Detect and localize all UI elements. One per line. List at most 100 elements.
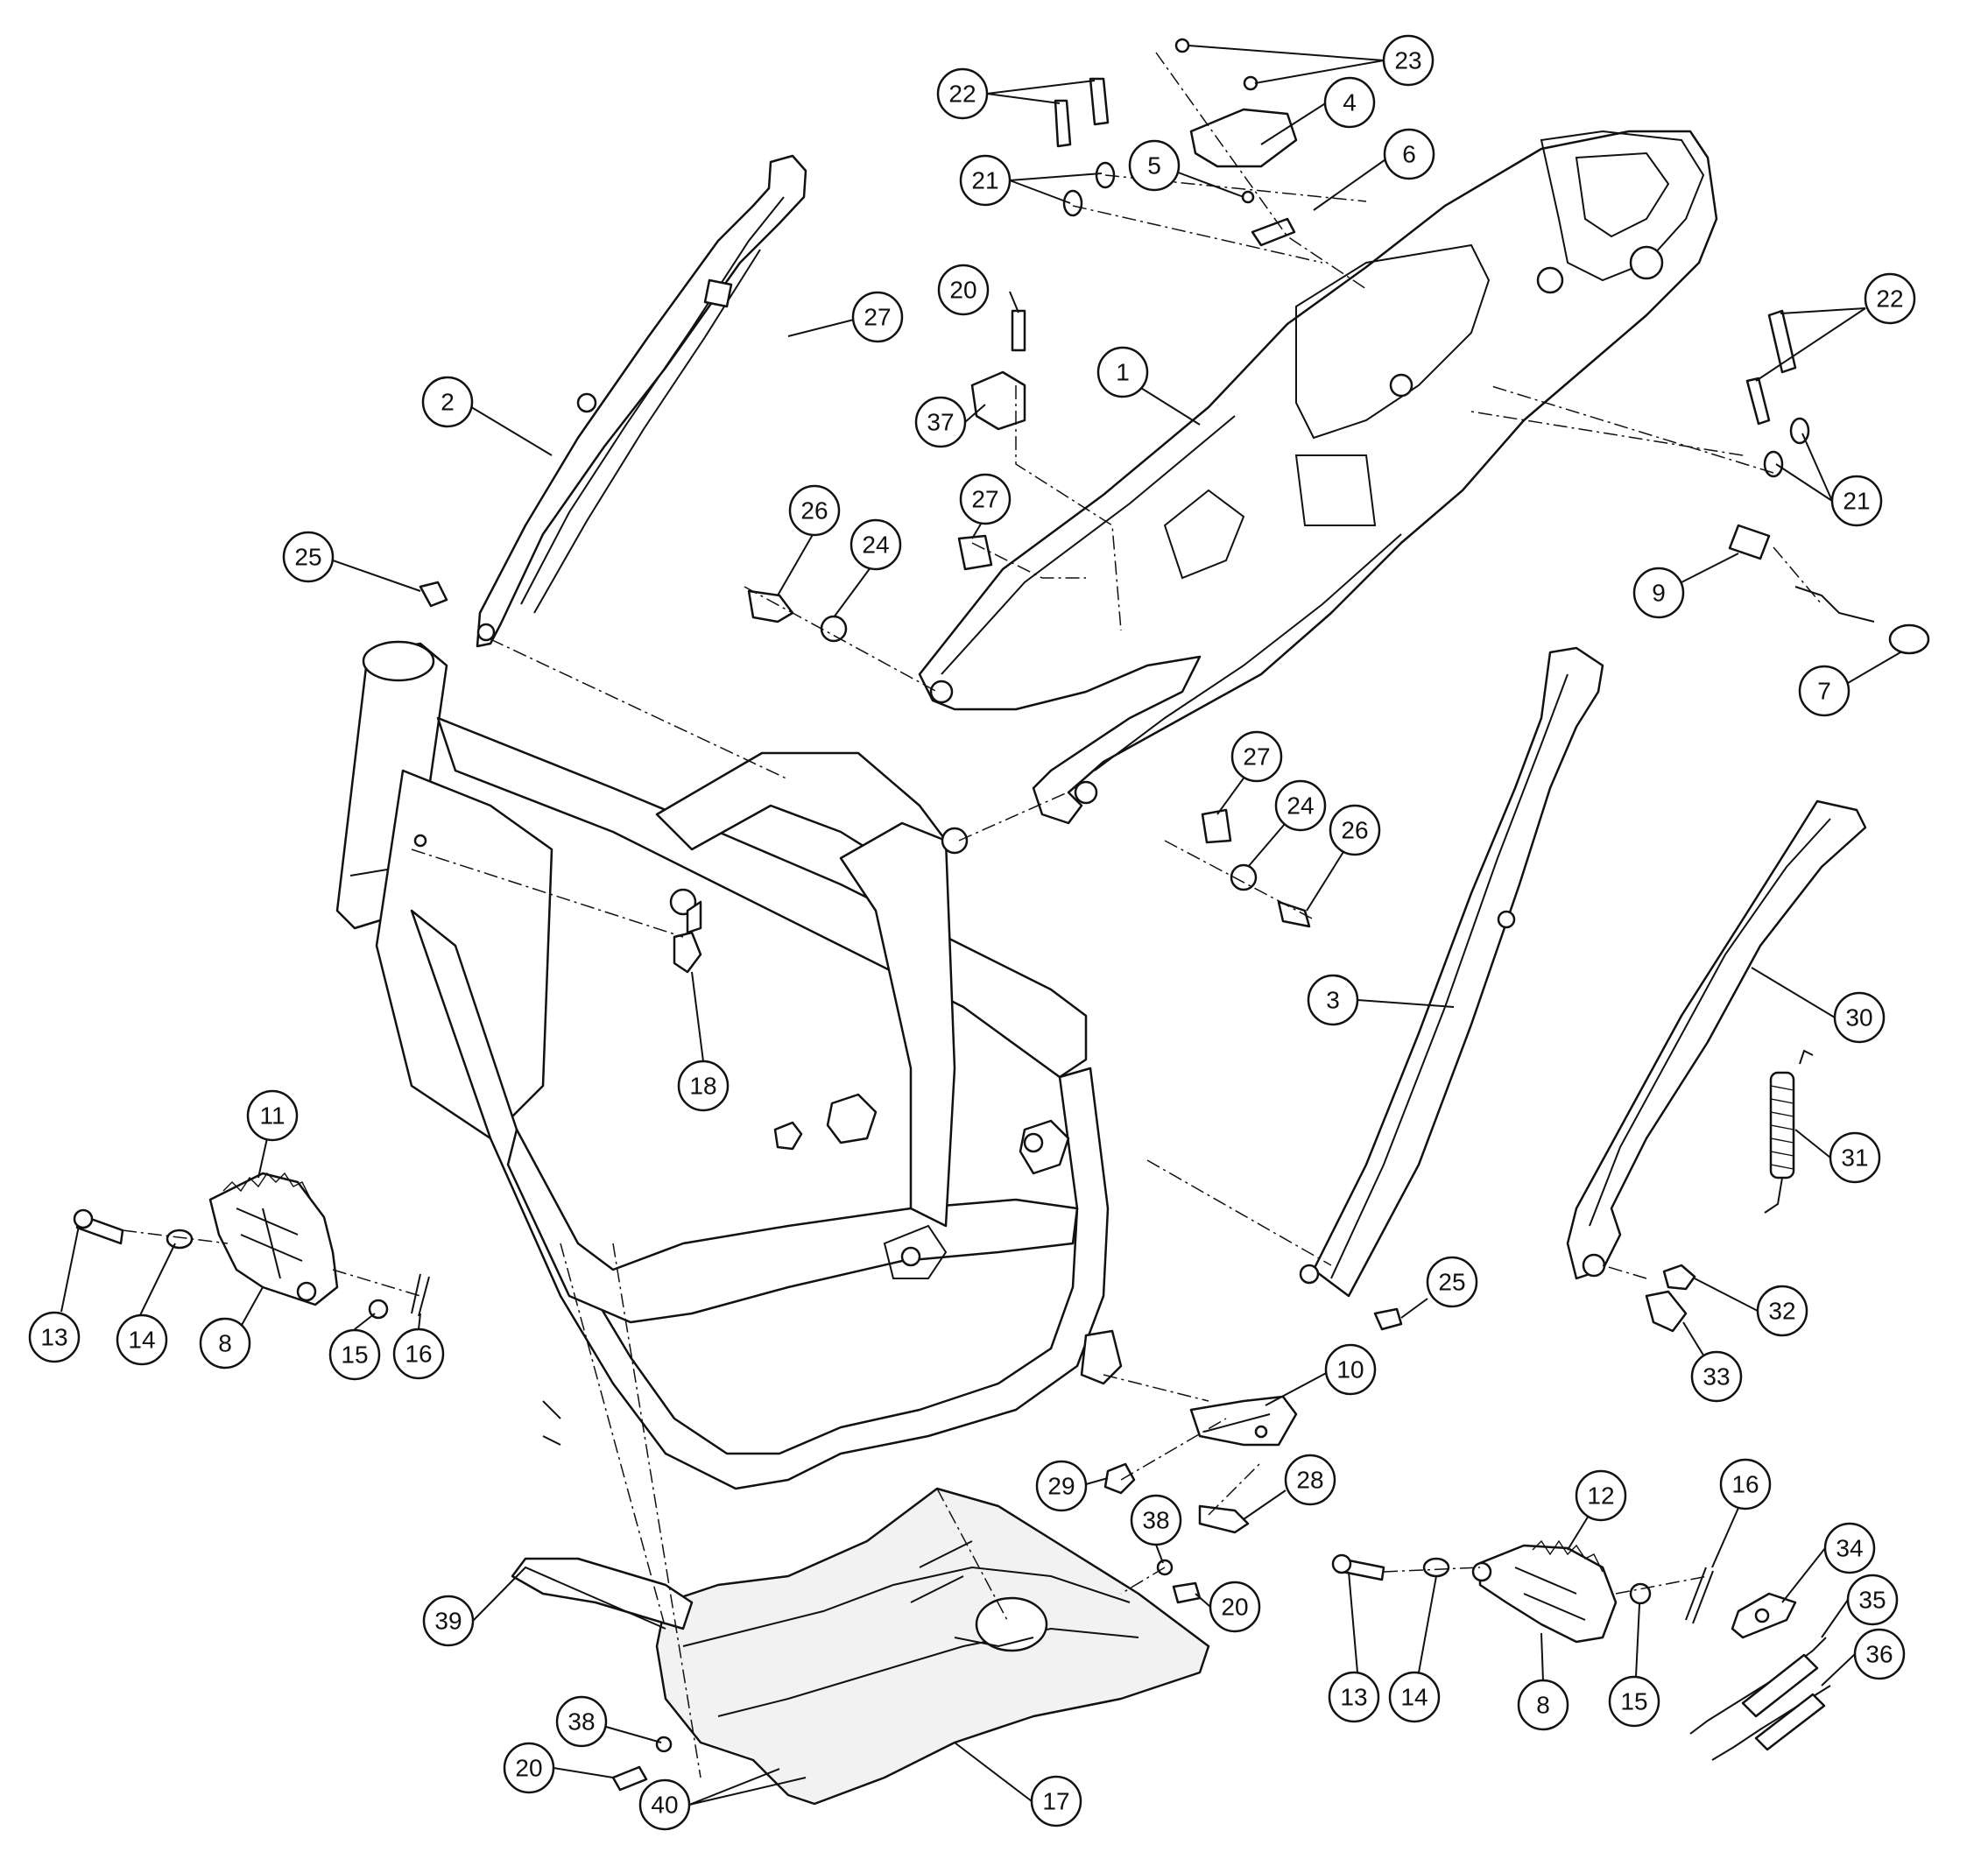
callout-5: 5 xyxy=(1128,139,1181,192)
callout-label: 8 xyxy=(1536,1692,1550,1719)
callout-label: 24 xyxy=(1287,792,1314,820)
callout-20b: 20 xyxy=(503,1742,555,1794)
callout-6: 6 xyxy=(1383,128,1435,180)
callout-28: 28 xyxy=(1284,1454,1336,1506)
callout-label: 20 xyxy=(1221,1594,1248,1621)
callout-label: 13 xyxy=(40,1324,67,1351)
stand-spring-part xyxy=(1764,1049,1814,1214)
callout-label: 33 xyxy=(1702,1363,1730,1391)
callout-label: 29 xyxy=(1047,1473,1075,1500)
callout-38a: 38 xyxy=(1130,1494,1182,1546)
callout-15a: 15 xyxy=(328,1328,381,1381)
spring-hardware-part xyxy=(1689,1592,1831,1761)
callout-label: 12 xyxy=(1587,1482,1614,1510)
callout-label: 20 xyxy=(949,277,976,304)
callout-24b: 24 xyxy=(1274,779,1327,832)
callout-label: 15 xyxy=(341,1341,368,1369)
callout-label: 26 xyxy=(1341,817,1368,844)
callout-22a: 22 xyxy=(936,67,989,120)
callout-31: 31 xyxy=(1829,1131,1881,1184)
callout-12: 12 xyxy=(1575,1469,1627,1522)
callout-label: 32 xyxy=(1768,1298,1795,1325)
alignment-lines xyxy=(122,52,1822,1778)
callout-11: 11 xyxy=(246,1089,299,1142)
callout-40: 40 xyxy=(638,1778,691,1831)
callout-27c: 27 xyxy=(1230,730,1283,783)
callout-14b: 14 xyxy=(1388,1671,1441,1723)
callout-39: 39 xyxy=(422,1595,475,1647)
callout-label: 40 xyxy=(651,1792,678,1819)
callout-label: 15 xyxy=(1620,1688,1647,1715)
callout-3: 3 xyxy=(1307,974,1359,1026)
callout-21a: 21 xyxy=(959,154,1012,207)
callout-label: 17 xyxy=(1042,1788,1069,1815)
callout-label: 13 xyxy=(1340,1684,1367,1711)
callout-label: 38 xyxy=(1142,1507,1169,1534)
callout-26a: 26 xyxy=(788,484,841,537)
callout-20c: 20 xyxy=(937,264,990,316)
skid-plate-part xyxy=(511,1487,1210,1806)
callout-label: 28 xyxy=(1296,1467,1323,1494)
callout-label: 22 xyxy=(1876,285,1903,313)
callout-20a: 20 xyxy=(1209,1581,1261,1633)
callout-label: 18 xyxy=(689,1073,716,1100)
callout-label: 36 xyxy=(1865,1641,1893,1668)
callout-label: 21 xyxy=(971,167,998,194)
callout-22b: 22 xyxy=(1864,272,1916,325)
callout-label: 5 xyxy=(1147,152,1161,180)
callout-label: 10 xyxy=(1336,1356,1364,1384)
callout-label: 31 xyxy=(1841,1144,1868,1172)
callout-37: 37 xyxy=(914,396,967,448)
callout-label: 38 xyxy=(567,1708,595,1736)
callout-label: 14 xyxy=(1400,1684,1428,1711)
callout-13b: 13 xyxy=(1328,1671,1380,1723)
callout-7: 7 xyxy=(1798,665,1851,717)
fasteners-part xyxy=(419,38,1930,1792)
callout-label: 39 xyxy=(434,1608,462,1635)
callout-32: 32 xyxy=(1756,1285,1808,1337)
chain-guide-part xyxy=(1103,1395,1298,1534)
callout-label: 4 xyxy=(1343,89,1357,116)
callout-label: 3 xyxy=(1326,987,1340,1014)
callout-8b: 8 xyxy=(1517,1679,1569,1731)
callout-label: 27 xyxy=(1243,743,1270,771)
callout-16b: 16 xyxy=(1719,1458,1772,1510)
callout-30: 30 xyxy=(1833,991,1886,1044)
callout-label: 25 xyxy=(294,544,321,571)
callout-21b: 21 xyxy=(1830,475,1883,527)
callout-24a: 24 xyxy=(849,518,902,571)
callout-33: 33 xyxy=(1690,1350,1743,1403)
callout-26b: 26 xyxy=(1329,804,1381,856)
callout-1: 1 xyxy=(1096,346,1149,398)
callout-label: 25 xyxy=(1438,1269,1465,1296)
right-rear-strut-part xyxy=(1299,646,1604,1298)
callout-label: 23 xyxy=(1394,47,1421,74)
callout-23: 23 xyxy=(1382,34,1435,87)
callout-label: 35 xyxy=(1858,1587,1886,1614)
right-footpeg-part xyxy=(1331,1539,1714,1644)
callout-label: 2 xyxy=(441,389,455,416)
callout-15b: 15 xyxy=(1608,1675,1660,1728)
main-frame-part xyxy=(335,640,1123,1490)
callout-label: 30 xyxy=(1845,1004,1872,1032)
callout-label: 9 xyxy=(1652,580,1666,607)
callout-13a: 13 xyxy=(28,1311,81,1363)
callout-label: 26 xyxy=(800,497,828,525)
callout-34: 34 xyxy=(1823,1522,1876,1574)
callout-label: 11 xyxy=(259,1102,285,1130)
callout-label: 6 xyxy=(1402,141,1416,168)
left-rear-strut-part xyxy=(476,154,807,648)
stand-bolt-part xyxy=(1645,1264,1696,1333)
callout-14a: 14 xyxy=(116,1313,168,1366)
callout-label: 24 xyxy=(862,532,889,559)
callout-16a: 16 xyxy=(392,1327,445,1380)
callout-label: 7 xyxy=(1817,678,1831,705)
callout-9: 9 xyxy=(1632,567,1685,619)
rear-subframe-part xyxy=(918,130,1718,825)
callout-label: 37 xyxy=(927,409,954,436)
callout-35: 35 xyxy=(1846,1574,1899,1626)
callout-label: 16 xyxy=(405,1341,432,1368)
callout-label: 14 xyxy=(128,1327,155,1354)
callout-17: 17 xyxy=(1030,1775,1082,1827)
